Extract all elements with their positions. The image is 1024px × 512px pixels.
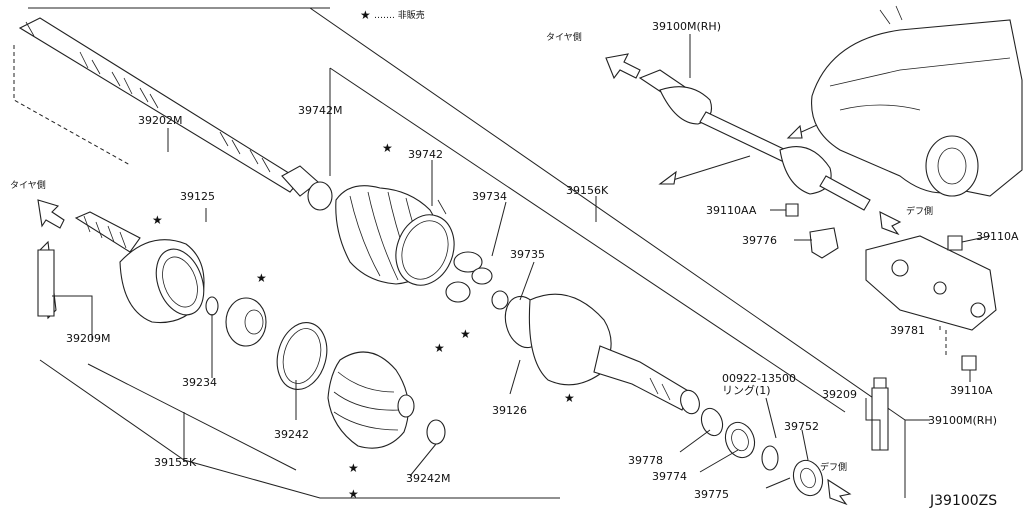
label-39742M: 39742M xyxy=(298,104,342,117)
boot-39242 xyxy=(276,322,446,449)
label-39202M: 39202M xyxy=(138,114,182,127)
label-diff-side-bottom: デフ側 xyxy=(820,461,847,473)
label-39778: 39778 xyxy=(628,454,663,467)
label-39735: 39735 xyxy=(510,248,545,261)
svg-text:★: ★ xyxy=(348,487,359,501)
svg-text:★: ★ xyxy=(152,213,163,227)
label-39775: 39775 xyxy=(694,488,729,501)
svg-text:★: ★ xyxy=(382,141,393,155)
label-39242M: 39242M xyxy=(406,472,450,485)
label-39155K: 39155K xyxy=(154,456,197,469)
label-39734: 39734 xyxy=(472,190,507,203)
legend-star: ★ xyxy=(360,8,371,22)
svg-text:★: ★ xyxy=(460,327,471,341)
svg-text:★: ★ xyxy=(348,461,359,475)
svg-text:★: ★ xyxy=(434,341,445,355)
label-39781: 39781 xyxy=(890,324,925,337)
label-diff-side-right: デフ側 xyxy=(906,205,933,217)
shaft-39202M xyxy=(18,17,333,211)
label-00922: 00922-13500 xyxy=(722,372,796,385)
svg-text:★: ★ xyxy=(564,391,575,405)
label-39125: 39125 xyxy=(180,190,215,203)
reference-code: J39100ZS xyxy=(929,493,997,509)
label-39752: 39752 xyxy=(784,420,819,433)
label-39234: 39234 xyxy=(182,376,217,389)
seals-group xyxy=(700,407,824,497)
label-39742: 39742 xyxy=(408,148,443,161)
label-39100M-bottom: 39100M(RH) xyxy=(928,414,997,427)
grease-tube-39209 xyxy=(871,377,889,451)
label-00922-note: リング(1) xyxy=(722,383,771,397)
label-39110A-top: 39110A xyxy=(976,230,1019,243)
housing-39126 xyxy=(504,293,700,415)
label-39242: 39242 xyxy=(274,428,309,441)
label-tire-side-top: タイヤ側 xyxy=(546,31,582,43)
tripod-39734 xyxy=(445,251,509,310)
label-39110AA: 39110AA xyxy=(706,204,757,217)
leader-lines xyxy=(39,34,991,499)
label-39126: 39126 xyxy=(492,404,527,417)
label-39110A-bottom: 39110A xyxy=(950,384,993,397)
bracket-39781 xyxy=(785,203,997,371)
shaft-39100M xyxy=(638,69,871,211)
not-sold-stars: ★ ★ ★ ★ ★ ★ ★ ★ xyxy=(152,141,575,501)
label-39209: 39209 xyxy=(822,388,857,401)
label-39209M: 39209M xyxy=(66,332,110,345)
label-39156K: 39156K xyxy=(566,184,609,197)
label-tire-side-left: タイヤ側 xyxy=(10,179,46,191)
label-39774: 39774 xyxy=(652,470,687,483)
label-39776: 39776 xyxy=(742,234,777,247)
boot-39742 xyxy=(335,185,455,286)
label-39100M-top: 39100M(RH) xyxy=(652,20,721,33)
joint-39155K xyxy=(37,211,267,347)
part-labels: タイヤ側 39100M(RH) 39202M 39742M 39742 3973… xyxy=(10,20,1019,509)
vehicle-illustration xyxy=(811,5,1023,197)
svg-text:★: ★ xyxy=(256,271,267,285)
legend-not-sold: ……. 非販売 xyxy=(374,9,425,21)
